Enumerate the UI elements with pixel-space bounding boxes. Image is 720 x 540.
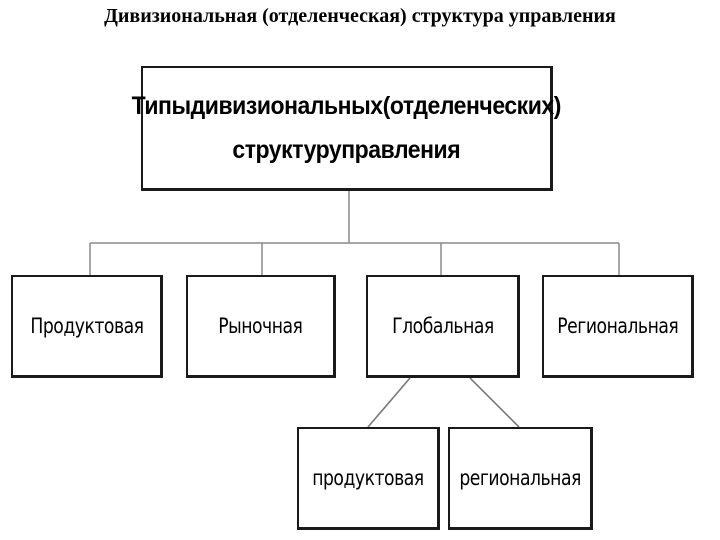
- connector-global-to-sub-regional: [469, 377, 520, 428]
- type-node-market: Рыночная: [186, 275, 336, 378]
- root-node-label: Типыдивизиональных(отделенческих) структ…: [131, 84, 562, 172]
- subtype-node-regional: региональная: [448, 427, 593, 530]
- type-node-label: Продуктовая: [29, 314, 144, 338]
- subtype-node-label: региональная: [459, 466, 581, 490]
- type-node-product: Продуктовая: [11, 275, 163, 378]
- root-node: Типыдивизиональных(отделенческих) структ…: [132, 66, 562, 191]
- type-node-regional: Региональная: [542, 275, 694, 378]
- connector-global-to-sub-product: [367, 377, 411, 428]
- type-node-label: Региональная: [557, 314, 679, 338]
- type-node-label: Рыночная: [218, 314, 303, 338]
- type-node-label: Глобальная: [391, 314, 494, 338]
- page-title: Дивизиональная (отделенческая) структура…: [104, 5, 616, 27]
- root-node-label-line1: Типыдивизиональных(отделенческих): [131, 92, 562, 120]
- root-node-label-line2: структуруправления: [232, 136, 461, 164]
- subtype-node-product: продуктовая: [297, 427, 440, 530]
- type-node-global: Глобальная: [366, 275, 520, 378]
- subtype-node-label: продуктовая: [312, 466, 424, 490]
